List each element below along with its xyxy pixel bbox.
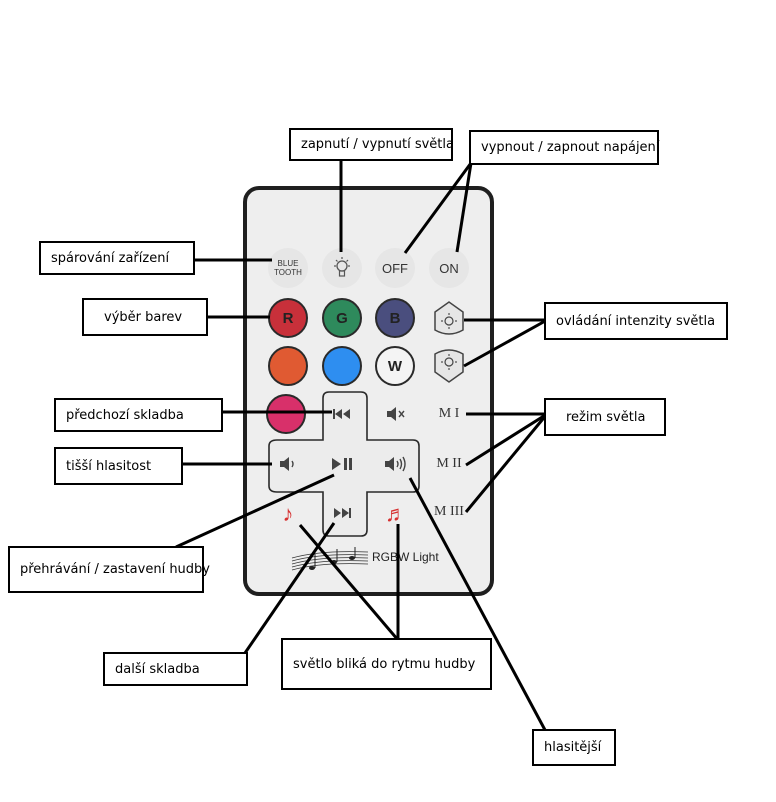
brightness-up-icon bbox=[434, 301, 464, 335]
off-button[interactable]: OFF bbox=[375, 248, 415, 288]
label-light-toggle: zapnutí / vypnutí světla bbox=[289, 128, 454, 161]
music-note-icon: ♪ bbox=[282, 501, 294, 526]
green-label: G bbox=[336, 309, 348, 327]
off-label: OFF bbox=[382, 260, 408, 276]
brand-label: RGBW Light bbox=[372, 550, 439, 564]
red-label: R bbox=[282, 309, 294, 327]
next-icon bbox=[334, 508, 351, 518]
mode-2-button[interactable]: M II bbox=[429, 444, 469, 484]
next-track-button[interactable] bbox=[322, 496, 362, 530]
green-button[interactable]: G bbox=[322, 298, 362, 338]
previous-track-button[interactable] bbox=[322, 398, 362, 430]
orange-button[interactable] bbox=[268, 346, 308, 386]
volume-down-button[interactable] bbox=[270, 446, 306, 482]
volume-up-button[interactable] bbox=[376, 446, 414, 482]
label-power-toggle: vypnout / zapnout napájení bbox=[469, 130, 659, 165]
mute-button[interactable] bbox=[378, 398, 414, 430]
light-toggle-button[interactable] bbox=[322, 248, 362, 288]
bluetooth-button[interactable]: BLUE TOOTH bbox=[268, 248, 308, 288]
music-staff-logo bbox=[291, 547, 369, 571]
music-notes-icon: ♬ bbox=[385, 501, 407, 526]
mode-2-label: M II bbox=[436, 456, 462, 471]
music-mode-2-button[interactable]: ♬ bbox=[378, 496, 414, 532]
bluetooth-label-2: TOOTH bbox=[274, 268, 302, 277]
volume-up-icon bbox=[385, 456, 406, 472]
label-previous-track: předchozí skladba bbox=[54, 398, 223, 432]
previous-icon bbox=[333, 409, 350, 419]
blue-button[interactable]: B bbox=[375, 298, 415, 338]
mode-1-button[interactable]: M I bbox=[429, 394, 469, 434]
label-volume-up: hlasitější bbox=[532, 729, 616, 766]
label-play-pause: přehrávání / zastavení hudby bbox=[8, 546, 210, 593]
brightness-down-button[interactable] bbox=[431, 346, 467, 384]
label-colors: výběr barev bbox=[82, 298, 208, 336]
brightness-down-icon bbox=[434, 349, 464, 383]
label-volume-down: tišší hlasitost bbox=[54, 447, 183, 485]
pink-button[interactable] bbox=[266, 394, 306, 434]
volume-down-icon bbox=[280, 457, 294, 471]
mode-3-label: M III bbox=[434, 504, 464, 519]
bluetooth-label-1: BLUE bbox=[277, 259, 299, 268]
on-label: ON bbox=[439, 260, 459, 276]
brightness-up-button[interactable] bbox=[431, 300, 467, 338]
light-blue-button[interactable] bbox=[322, 346, 362, 386]
mode-3-button[interactable]: M III bbox=[429, 492, 469, 532]
mute-icon bbox=[387, 407, 405, 421]
red-button[interactable]: R bbox=[268, 298, 308, 338]
music-mode-1-button[interactable]: ♪ bbox=[270, 496, 306, 532]
white-label: W bbox=[387, 357, 403, 375]
blue-label: B bbox=[389, 309, 401, 327]
label-light-mode: režim světla bbox=[544, 398, 666, 436]
mode-1-label: M I bbox=[438, 406, 460, 421]
label-pairing: spárování zařízení bbox=[39, 241, 195, 275]
bulb-icon bbox=[334, 257, 350, 277]
white-button[interactable]: W bbox=[375, 346, 415, 386]
label-music-sync: světlo bliká do rytmu hudby bbox=[281, 638, 492, 690]
play-pause-button[interactable] bbox=[322, 446, 362, 482]
label-brightness: ovládání intenzity světla bbox=[544, 302, 728, 340]
on-button[interactable]: ON bbox=[429, 248, 469, 288]
label-next-track: další skladba bbox=[103, 652, 248, 686]
play-pause-icon bbox=[332, 458, 352, 470]
